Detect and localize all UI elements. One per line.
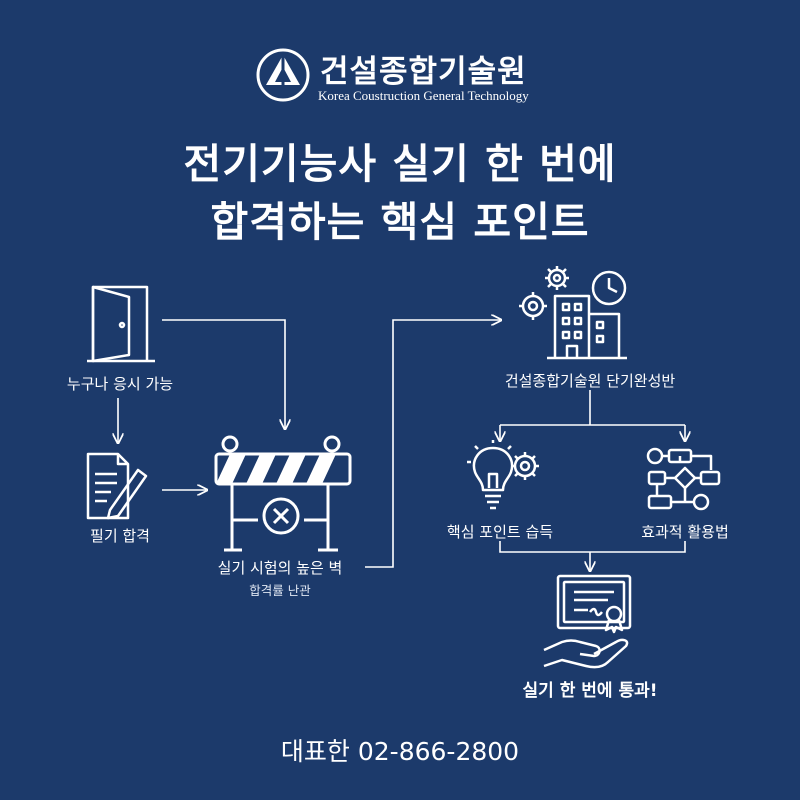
connector-to-pass <box>499 541 686 570</box>
headline-line-1: 전기기능사 실기 한 번에 <box>183 140 617 188</box>
node-pass-label: 실기 한 번에 통과! <box>522 681 658 701</box>
certificate-hand-icon <box>543 574 632 669</box>
node-written-pass-label: 필기 합격 <box>90 527 150 545</box>
lightbulb-gear-icon <box>467 440 539 510</box>
contact-phone[interactable]: 대표한 02-866-2800 <box>280 737 520 766</box>
node-barrier-label: 실기 시험의 높은 벽 <box>217 559 343 577</box>
open-door-icon <box>87 285 155 363</box>
document-pencil-icon <box>86 452 148 520</box>
node-academy-label: 건설종합기술원 단기완성반 <box>504 372 676 390</box>
brand-logo-icon <box>256 48 310 102</box>
barrier-icon <box>214 435 352 552</box>
flowchart-icon <box>646 447 721 511</box>
building-gears-clock-icon <box>519 266 627 360</box>
brand-name: 건설종합기술원 <box>320 54 527 90</box>
node-open-door-label: 누구나 응시 가능 <box>66 375 174 393</box>
brand-name-english: Korea Coustruction General Technology <box>318 88 529 103</box>
node-usage-label: 효과적 활용법 <box>641 523 729 541</box>
arrow-barrier-to-academy <box>365 320 500 568</box>
node-key-points-label: 핵심 포인트 습득 <box>446 523 554 541</box>
connector-academy-branch <box>500 390 685 426</box>
headline-line-2: 합격하는 핵심 포인트 <box>210 198 590 246</box>
arrow-door-to-barrier <box>162 319 285 428</box>
node-barrier-sublabel: 합격률 난관 <box>249 583 311 598</box>
